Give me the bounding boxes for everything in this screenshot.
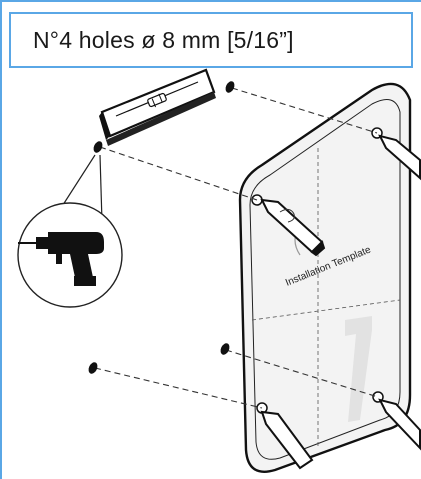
spirit-level-icon <box>99 68 216 146</box>
pencil-icon <box>260 134 421 470</box>
page-title: N°4 holes ø 8 mm [5/16”] <box>33 26 294 53</box>
installation-template-plate: Installation Template <box>238 82 412 473</box>
wall-hole-icon <box>88 81 235 374</box>
marker-detail <box>279 208 295 223</box>
power-drill-icon <box>18 232 104 286</box>
alignment-lines <box>94 87 379 409</box>
drill-callout <box>17 154 123 308</box>
title-box: N°4 holes ø 8 mm [5/16”] <box>9 12 413 68</box>
